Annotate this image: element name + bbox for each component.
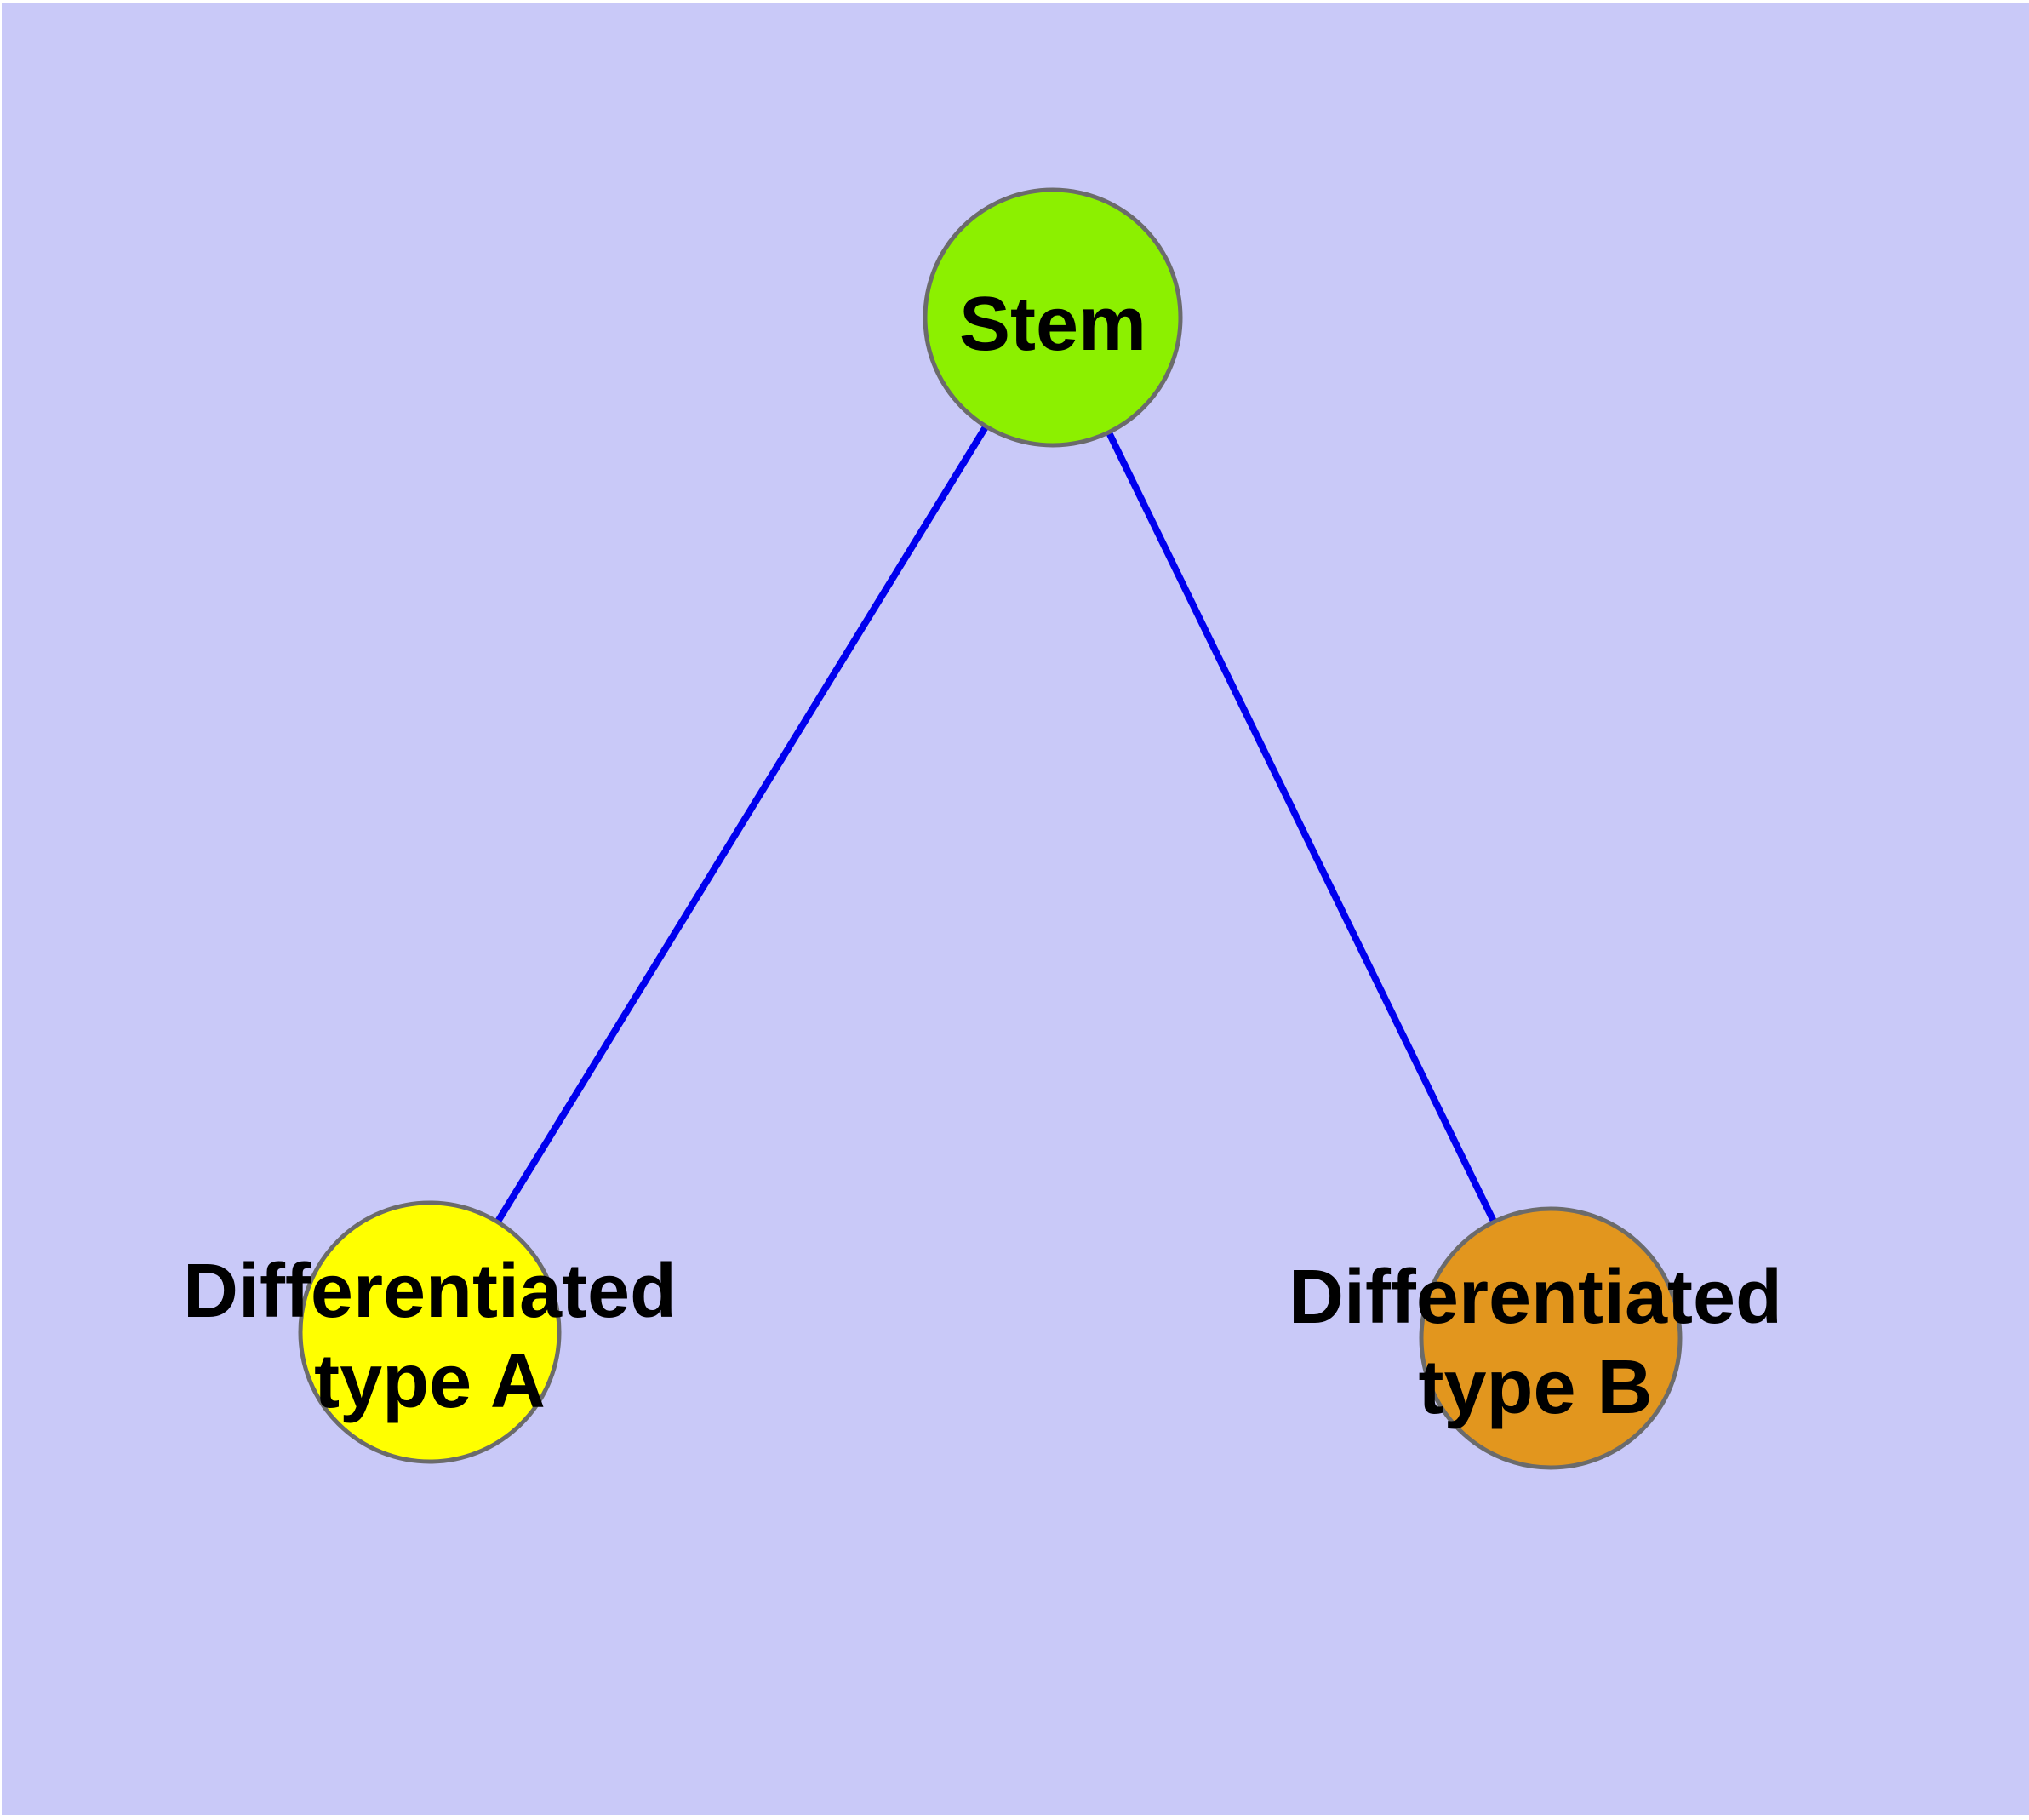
node-stem xyxy=(923,187,1183,448)
node-label-differentiated-type-b-line2: type B xyxy=(1418,1345,1652,1430)
edge-stem-to-differentiated-type-b xyxy=(1049,316,1554,1340)
node-layer xyxy=(298,187,1683,1470)
node-differentiated-type-b xyxy=(1419,1206,1683,1470)
edge-stem-to-differentiated-type-a xyxy=(426,315,1056,1335)
node-label-differentiated-type-b-line1: Differentiated xyxy=(1289,1255,1782,1340)
label-layer: Stem Differentiated type A Differentiate… xyxy=(183,282,1782,1430)
node-differentiated-type-a xyxy=(298,1200,562,1464)
node-label-stem: Stem xyxy=(959,282,1146,367)
node-label-differentiated-type-a-line2: type A xyxy=(314,1339,546,1424)
node-label-differentiated-type-a-line1: Differentiated xyxy=(183,1249,677,1334)
edge-layer xyxy=(426,315,1554,1340)
